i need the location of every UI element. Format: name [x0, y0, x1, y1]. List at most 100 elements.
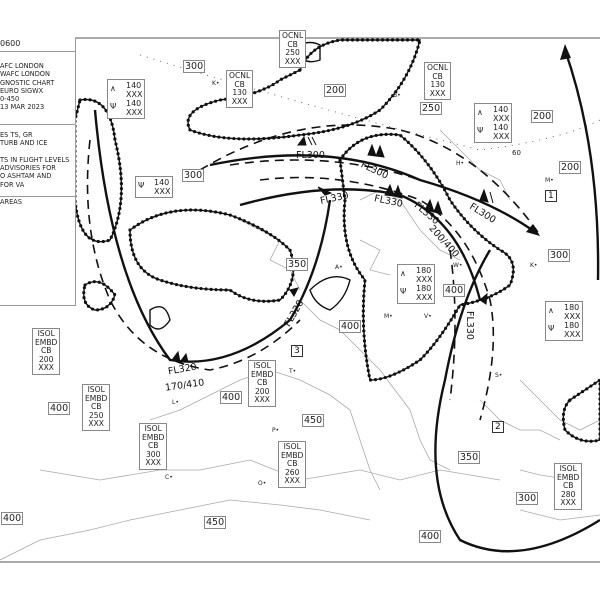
text-line: EMBD [142, 432, 165, 442]
tropopause-level-box: 400 [220, 391, 243, 404]
level-top: 180 [564, 303, 580, 312]
text-line: AFC LONDON [0, 62, 44, 70]
icing-icon: Ψ [138, 181, 145, 190]
latitude-line [139, 54, 600, 151]
city-marker: L• [172, 399, 179, 406]
city-marker: C• [165, 474, 173, 481]
tropopause-level-box: 400 [443, 284, 466, 297]
level-top: 180 [416, 266, 432, 275]
coastlines [0, 129, 600, 561]
jet-label: FL330 [463, 311, 475, 340]
text-line: XXX [284, 476, 301, 486]
city-marker: A• [335, 264, 343, 271]
city-marker: K• [530, 262, 538, 269]
level-base: XXX [126, 108, 143, 117]
text-line: CB [256, 378, 268, 388]
text-line: OCNL [282, 31, 304, 40]
frame [0, 37, 600, 563]
numbered-marker: 3 [291, 345, 303, 357]
tropopause-level-box: 300 [182, 169, 205, 182]
level-base: XXX [416, 275, 433, 284]
city-marker: V• [424, 313, 432, 320]
level-base: XXX [564, 330, 581, 339]
tropopause-level-box: 450 [302, 414, 325, 427]
text-line: ISOL [283, 442, 301, 451]
text-line: CB [432, 71, 443, 81]
text-line: EURO SIGWX [0, 86, 44, 95]
tropopause-level-box: 400 [419, 530, 442, 543]
level-top: 140 [493, 105, 509, 114]
tropopause-level-box: 300 [516, 492, 539, 505]
level-base: XXX [154, 187, 171, 196]
turbulence-boundaries [86, 124, 541, 421]
text-line: FOR VA [0, 180, 25, 189]
text-line: WAFC LONDON [0, 70, 50, 79]
text-line: OCNL [427, 63, 449, 72]
text-line: 130 [232, 88, 247, 98]
numbered-marker: 2 [492, 421, 504, 433]
tropopause-level-box: 350 [458, 451, 481, 464]
text-line: 260 [284, 467, 300, 477]
text-line: O ASHTAM AND [0, 172, 52, 181]
text-line: GNOSTIC CHART [0, 78, 55, 87]
level-top: 140 [126, 81, 142, 90]
text-line: 13 MAR 2023 [0, 103, 45, 112]
icing-icon: Ψ [477, 126, 484, 135]
city-marker: H• [456, 160, 465, 167]
city-marker: B• [393, 92, 401, 99]
tropopause-level-box: 200 [559, 161, 582, 174]
text-line: ISOL [144, 424, 162, 433]
text-line: CB [287, 39, 298, 49]
tropopause-level-box: 200 [324, 84, 347, 97]
tropopause-level-box: 250 [420, 102, 443, 115]
legend-areas: AREAS [0, 198, 22, 206]
level-base: XXX [493, 132, 510, 141]
text-line: ISOL [253, 361, 271, 370]
text-line: CB [286, 459, 298, 469]
text-line: EMBD [35, 337, 58, 347]
text-line: TS IN FLIGHT LEVELS [0, 155, 70, 164]
tropopause-level-box: 300 [548, 249, 571, 262]
text-line: XXX [254, 395, 271, 405]
city-marker: O• [258, 480, 267, 487]
text-line: ADVISORIES FOR [0, 164, 56, 173]
text-line: CB [147, 441, 159, 451]
text-line: 250 [285, 48, 300, 58]
jet-streams [93, 49, 600, 553]
text-line: 250 [88, 410, 104, 420]
text-line: 0-450 [0, 95, 20, 104]
text-line: ISOL [87, 385, 105, 394]
city-marker: P• [272, 427, 280, 434]
latitude-label: 60 [512, 149, 521, 157]
text-line: XXX [284, 56, 301, 66]
cb-areas-scallops [73, 38, 600, 443]
text-line: EMBD [281, 450, 304, 460]
tropopause-level-box: 400 [48, 402, 71, 415]
text-line: 200 [38, 354, 54, 364]
text-line: CB [90, 402, 102, 412]
tropopause-level-box: 400 [339, 320, 362, 333]
turbulence-icon: ∧ [110, 84, 116, 93]
level-base: XXX [416, 293, 433, 302]
text-line: 200 [254, 386, 270, 396]
text-line: CB [234, 79, 245, 89]
